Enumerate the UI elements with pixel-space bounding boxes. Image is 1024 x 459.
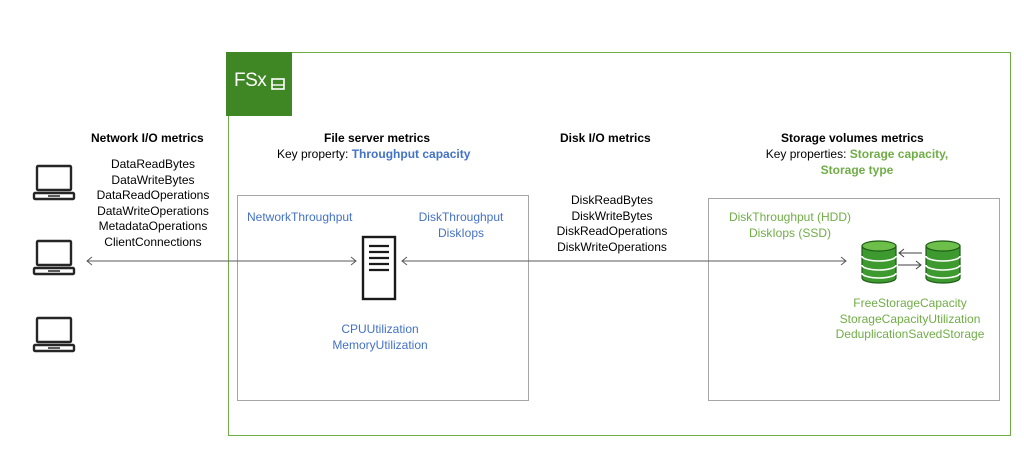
storage-metric: StorageCapacityUtilization bbox=[839, 311, 981, 326]
fsx-logo: FSx bbox=[226, 52, 292, 116]
storage-volumes-box bbox=[708, 198, 1000, 401]
file-server-box bbox=[237, 195, 529, 401]
network-metrics-list: DataReadBytes DataWriteBytes DataReadOpe… bbox=[82, 157, 224, 251]
memory-utilization-label: MemoryUtilization bbox=[332, 337, 428, 352]
disk-iops-label: DiskIops bbox=[437, 225, 484, 240]
network-metric: DataReadOperations bbox=[96, 188, 210, 203]
storage-metric: DeduplicationSavedStorage bbox=[835, 327, 985, 342]
disk-io-metric: DiskReadBytes bbox=[570, 193, 654, 207]
storage-key-properties: Key properties: Storage capacity, Storag… bbox=[740, 147, 974, 178]
cpu-utilization-label: CPUUtilization bbox=[341, 322, 419, 336]
fsx-logo-drive-icon bbox=[271, 78, 285, 90]
storage-metric: FreeStorageCapacity bbox=[853, 296, 967, 310]
laptop-icon bbox=[32, 164, 76, 201]
file-server-disk-metrics: DiskThroughput DiskIops bbox=[413, 210, 509, 241]
disk-io-metrics-list: DiskReadBytes DiskWriteBytes DiskReadOpe… bbox=[540, 193, 684, 255]
network-metric: DataReadBytes bbox=[110, 157, 196, 171]
key-properties-label: Key properties: bbox=[765, 147, 847, 161]
database-icon bbox=[861, 240, 897, 284]
storage-capacity-metrics: FreeStorageCapacity StorageCapacityUtili… bbox=[821, 296, 999, 343]
disk-io-metric: DiskWriteBytes bbox=[571, 208, 653, 223]
storage-disk-iops-label: DiskIops (SSD) bbox=[748, 225, 831, 240]
arrow-icon bbox=[401, 256, 847, 266]
network-metric: DataWriteOperations bbox=[97, 203, 209, 218]
storage-disk-throughput-label: DiskThroughput (HDD) bbox=[728, 210, 852, 224]
laptop-icon bbox=[32, 239, 76, 276]
disk-throughput-label: DiskThroughput bbox=[418, 210, 504, 224]
laptop-icon bbox=[32, 316, 76, 353]
network-metrics-heading: Network I/O metrics bbox=[91, 131, 204, 145]
key-properties-value-2: Storage type bbox=[820, 162, 894, 177]
fsx-logo-text: FSx bbox=[234, 70, 267, 91]
storage-disk-metrics: DiskThroughput (HDD) DiskIops (SSD) bbox=[713, 210, 867, 241]
file-server-system-metrics: CPUUtilization MemoryUtilization bbox=[318, 322, 442, 353]
key-properties-value-1: Storage capacity, bbox=[849, 147, 949, 161]
database-icon bbox=[925, 240, 961, 284]
network-metric: ClientConnections bbox=[104, 234, 202, 249]
network-throughput-label: NetworkThroughput bbox=[247, 210, 353, 224]
file-server-key-property: Key property: Throughput capacity bbox=[277, 147, 470, 163]
arrow-icon bbox=[86, 256, 357, 266]
server-icon bbox=[361, 235, 397, 301]
key-property-value: Throughput capacity bbox=[351, 147, 471, 161]
network-metric: DataWriteBytes bbox=[111, 172, 195, 187]
storage-metrics-heading: Storage volumes metrics bbox=[781, 131, 924, 145]
replication-arrows-icon bbox=[898, 248, 922, 270]
disk-io-metric: DiskReadOperations bbox=[556, 224, 668, 239]
disk-io-metric: DiskWriteOperations bbox=[557, 239, 667, 254]
network-metric: MetadataOperations bbox=[98, 219, 208, 234]
file-server-metrics-heading: File server metrics bbox=[324, 131, 431, 145]
fsx-container bbox=[228, 52, 1011, 436]
disk-io-metrics-heading: Disk I/O metrics bbox=[560, 131, 651, 145]
key-property-label: Key property: bbox=[277, 147, 349, 161]
